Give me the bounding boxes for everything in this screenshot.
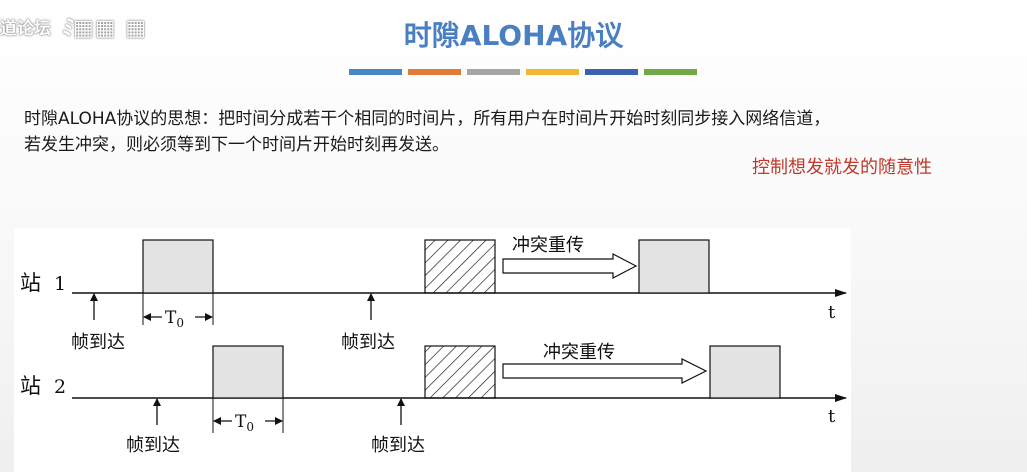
underline-bar-blue <box>349 69 402 75</box>
station1-retransmit-arrow <box>502 253 638 279</box>
station2-arrival-label-1: 帧到达 <box>126 435 180 456</box>
station1-frame-1 <box>142 239 214 294</box>
station2-number: 2 <box>54 376 66 398</box>
station2-retransmitted-frame <box>709 345 781 399</box>
station1-number: 1 <box>54 273 66 295</box>
side-note: 控制想发就发的随意性 <box>752 157 932 178</box>
watermark-text: 道论坛 <box>0 18 51 39</box>
station1-retransmit-label: 冲突重传 <box>512 235 584 256</box>
description-line-1: 时隙ALOHA协议的思想：把时间分成若干个相同的时间片，所有用户在时间片开始时刻… <box>24 109 831 129</box>
station1-slot-label: T0 <box>165 308 184 330</box>
station2-collision-frame <box>424 345 496 399</box>
underline-bar-orange <box>408 69 461 75</box>
description-line-2: 若发生冲突，则必须等到下一个时间片开始时刻再发送。 <box>24 135 449 155</box>
underline-bar-green <box>644 69 697 75</box>
station2-t-label: t <box>828 406 836 427</box>
underline-bar-darkblue <box>585 69 638 75</box>
station1-arrival-label-1: 帧到达 <box>71 332 125 353</box>
watermark: 道论坛 ﾐ▦▦ ▦ <box>0 8 147 44</box>
description-paragraph: 时隙ALOHA协议的思想：把时间分成若干个相同的时间片，所有用户在时间片开始时刻… <box>24 106 1024 158</box>
watermark-logo: ﾐ▦▦ ▦ <box>61 15 148 41</box>
underline-bar-yellow <box>526 69 579 75</box>
title-underline-bars <box>349 69 697 75</box>
station2-slot-label: T0 <box>235 412 254 434</box>
slotted-aloha-diagram: 站 1 t 冲突重传 T0 帧到达 帧到达 站 2 t 冲突重传 <box>14 228 851 472</box>
diagram-svg: 站 1 t 冲突重传 T0 帧到达 帧到达 站 2 t 冲突重传 <box>20 235 847 456</box>
underline-bar-gray <box>467 69 520 75</box>
station2-frame-1 <box>212 345 284 399</box>
station1-label: 站 <box>20 271 41 295</box>
station2-retransmit-arrow <box>502 358 708 384</box>
station2-retransmit-label: 冲突重传 <box>543 342 615 363</box>
station1-t-label: t <box>828 302 836 323</box>
page-title: 时隙ALOHA协议 <box>403 19 624 52</box>
station2-arrival-label-2: 帧到达 <box>371 435 425 456</box>
station1-collision-frame <box>424 239 496 294</box>
station1-retransmitted-frame <box>638 239 710 294</box>
station2-label: 站 <box>20 374 41 398</box>
station1-arrival-label-2: 帧到达 <box>341 332 395 353</box>
